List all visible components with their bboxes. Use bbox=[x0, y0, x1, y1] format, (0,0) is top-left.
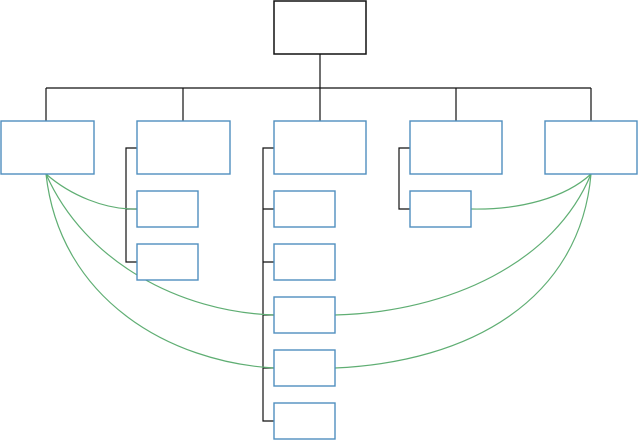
branch-3-child-3-node[interactable] bbox=[273, 296, 336, 334]
cross-link-branch5-to-b3c3 bbox=[334, 173, 592, 316]
branch-3-box[interactable] bbox=[273, 120, 367, 175]
root-box[interactable] bbox=[273, 0, 367, 55]
branch-4-box[interactable] bbox=[409, 120, 503, 175]
branch-3-child-5-node[interactable] bbox=[273, 402, 336, 440]
branch-3-child-1-node[interactable] bbox=[273, 190, 336, 228]
branch-2-child-2-node[interactable] bbox=[136, 243, 199, 281]
branch-3-child-2-box[interactable] bbox=[273, 243, 336, 281]
branch-3-child-5-box[interactable] bbox=[273, 402, 336, 440]
branch-1-node[interactable] bbox=[0, 120, 95, 175]
cross-link-branch5-to-b3c4 bbox=[334, 173, 592, 369]
branch-1-box[interactable] bbox=[0, 120, 95, 175]
branch-2-node[interactable] bbox=[136, 120, 231, 175]
branch-3-child-bracket bbox=[262, 147, 274, 422]
branch-5-box[interactable] bbox=[544, 120, 638, 175]
branch-3-child-1-box[interactable] bbox=[273, 190, 336, 228]
branch-nodes bbox=[0, 120, 638, 175]
branch-5-node[interactable] bbox=[544, 120, 638, 175]
branch-4-node[interactable] bbox=[409, 120, 503, 175]
branch-3-node[interactable] bbox=[273, 120, 367, 175]
branch-3-child-4-box[interactable] bbox=[273, 349, 336, 387]
branch-4-child-1-node[interactable] bbox=[409, 190, 472, 228]
branch-2-child-2-box[interactable] bbox=[136, 243, 199, 281]
child-nodes bbox=[136, 190, 472, 440]
branch-2-child-1-box[interactable] bbox=[136, 190, 199, 228]
branch-4-child-1-box[interactable] bbox=[409, 190, 472, 228]
cross-link-branch1-to-b2c1 bbox=[45, 173, 138, 210]
branch-3-child-2-node[interactable] bbox=[273, 243, 336, 281]
cross-link-branch5-to-b4c1 bbox=[470, 173, 592, 210]
cross-link-branch1-to-b3c4 bbox=[45, 173, 275, 369]
branch-2-box[interactable] bbox=[136, 120, 231, 175]
branch-3-child-4-node[interactable] bbox=[273, 349, 336, 387]
branch-3-child-3-box[interactable] bbox=[273, 296, 336, 334]
branch-2-child-1-node[interactable] bbox=[136, 190, 199, 228]
branch-4-child-bracket bbox=[398, 147, 410, 210]
root-node[interactable] bbox=[273, 0, 367, 55]
branch-2-child-bracket bbox=[125, 147, 137, 263]
